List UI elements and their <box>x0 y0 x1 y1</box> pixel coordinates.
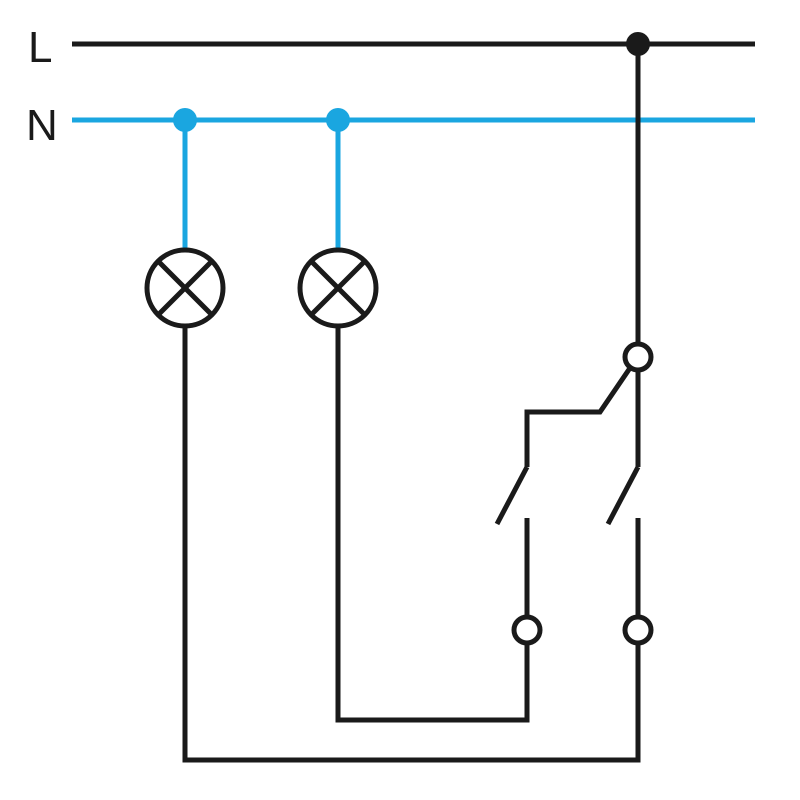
switch-blade-left <box>494 465 530 526</box>
label-line: L <box>28 23 52 72</box>
lamp-cross-circle-icon <box>144 247 226 329</box>
neutral-junction-1 <box>173 108 197 132</box>
return-wire-lamp-1 <box>182 326 641 763</box>
line-wiring <box>72 32 755 345</box>
switch-output-terminal-right <box>622 614 654 646</box>
label-neutral: N <box>26 101 58 150</box>
return-wire-lamp-2 <box>335 326 530 723</box>
switch-common-terminal <box>622 341 654 373</box>
switch-linkage <box>524 366 633 467</box>
switched-wiring <box>182 326 641 763</box>
switch-output-terminal-left <box>511 614 543 646</box>
neutral-wiring <box>72 108 755 248</box>
line-junction <box>626 32 650 56</box>
switch-blade-right <box>605 465 641 526</box>
neutral-junction-2 <box>326 108 350 132</box>
two-way-switch-icon <box>494 341 654 646</box>
lamp-cross-circle-icon <box>297 247 379 329</box>
